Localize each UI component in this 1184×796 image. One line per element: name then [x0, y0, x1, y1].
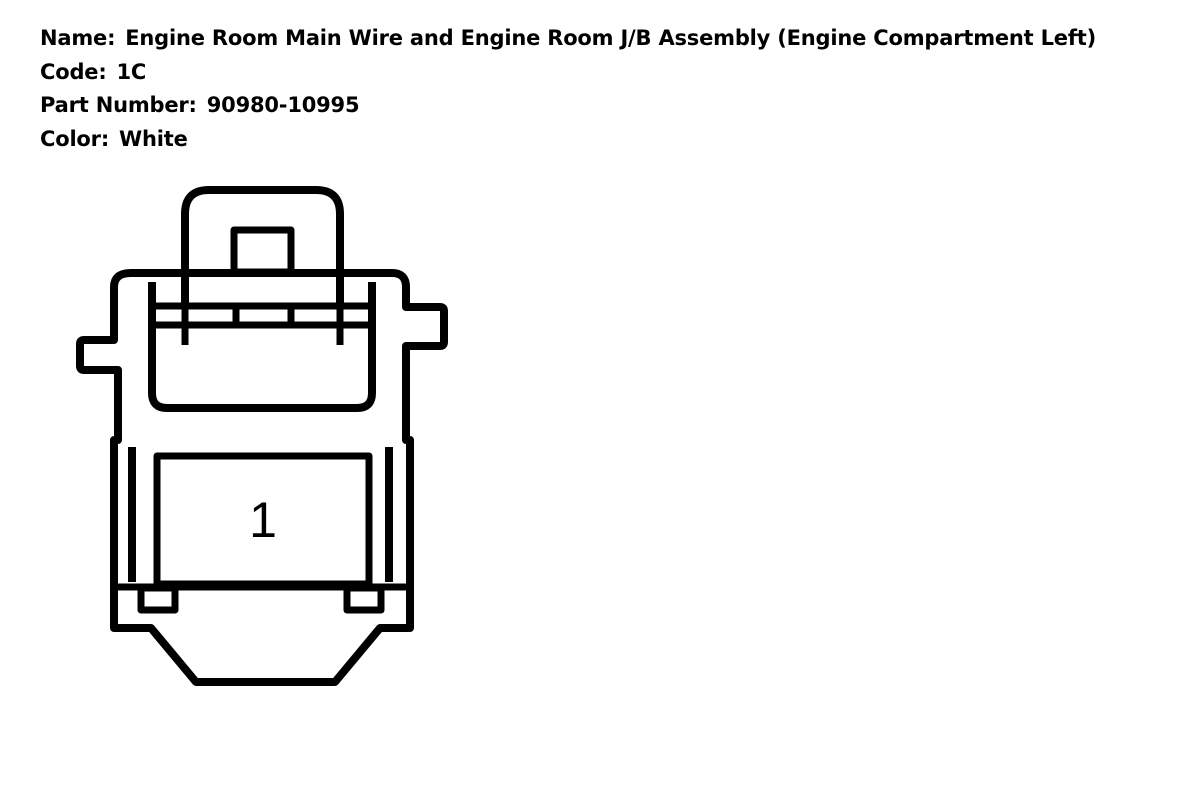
- name-value: Engine Room Main Wire and Engine Room J/…: [125, 26, 1097, 50]
- part-number-label: Part Number:: [40, 93, 197, 117]
- color-line: Color: White: [40, 123, 1170, 157]
- name-label: Name:: [40, 26, 116, 50]
- color-label: Color:: [40, 126, 110, 151]
- connector-info: Name: Engine Room Main Wire and Engine Ro…: [40, 22, 1170, 156]
- code-value: 1C: [116, 59, 147, 84]
- color-value: White: [119, 126, 188, 151]
- part-number-value: 90980-10995: [206, 93, 360, 117]
- bottom-latch-right: [343, 584, 385, 614]
- code-line: Code: 1C: [40, 56, 1170, 90]
- part-number-line: Part Number: 90980-10995: [40, 89, 1170, 123]
- housing-outline: [76, 269, 448, 686]
- lock-chamber: [148, 282, 376, 412]
- code-label: Code:: [40, 59, 107, 84]
- name-line: Name: Engine Room Main Wire and Engine Ro…: [40, 22, 1170, 56]
- pin-number-1: 1: [249, 492, 277, 548]
- lock-window: [230, 226, 295, 276]
- lock-tab: [181, 186, 344, 303]
- bottom-latch-left: [137, 584, 179, 614]
